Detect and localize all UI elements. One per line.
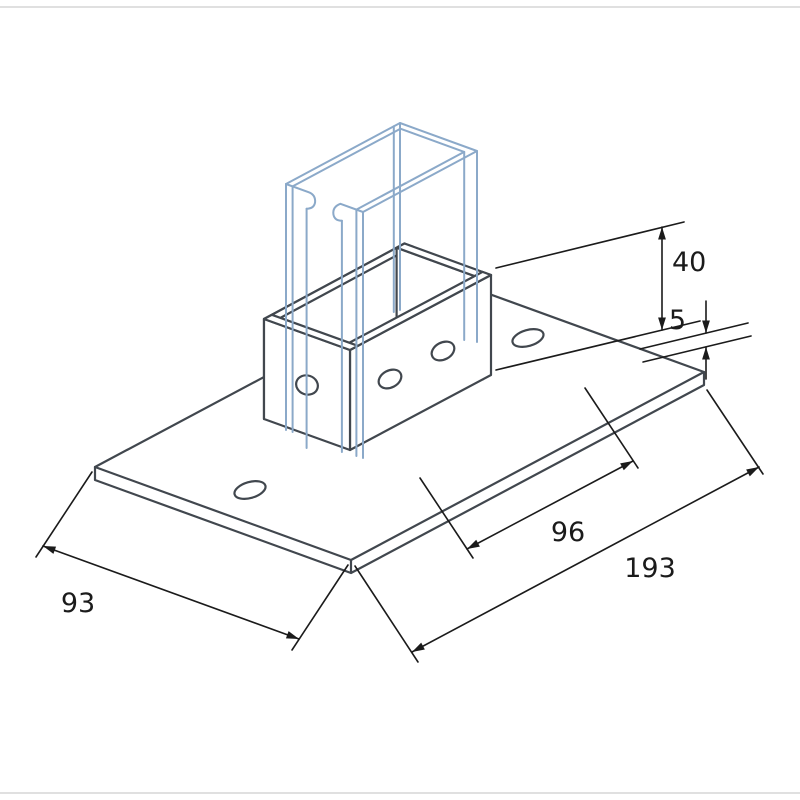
dim-40-ext-bottom [495, 320, 701, 371]
dim-plate-thickness [639, 300, 752, 380]
label-plate-thickness: 5 [669, 305, 686, 336]
dim-plate-width [35, 471, 349, 651]
label-hole-spacing: 96 [551, 517, 585, 548]
channel-verticals [285, 122, 478, 459]
frame-border [0, 6, 800, 794]
plate-hole-right [511, 328, 545, 348]
dim-5-ext-bottom [642, 335, 752, 363]
dim-96-ext-right [584, 387, 639, 469]
plate-hole-front-left [233, 480, 267, 500]
bracket-hole-front-2 [430, 340, 456, 362]
dim-93-ext-top [35, 471, 93, 558]
channel-lip-left [285, 183, 317, 210]
channel-lip-right [332, 202, 364, 222]
plate-thickness-edges [93, 370, 706, 575]
label-plate-length: 193 [624, 553, 676, 584]
dim-5-ext-top [639, 322, 749, 350]
dim-193-ext-right [706, 389, 764, 475]
channel-profile-inner [291, 127, 466, 211]
dimensions [35, 221, 764, 663]
bracket-left-rim [262, 313, 359, 352]
dim-93-ext-bottom [291, 564, 349, 651]
bracket-hole-front-1 [377, 368, 403, 390]
u-bracket [262, 242, 493, 452]
dim-193-line [411, 466, 760, 653]
dim-bracket-height [495, 221, 701, 371]
channel-section [285, 122, 478, 459]
label-plate-width: 93 [61, 588, 95, 619]
dim-plate-length [354, 389, 764, 663]
dimension-labels: 40 5 96 193 93 [61, 247, 707, 619]
dim-93-line [42, 545, 300, 640]
label-bracket-height: 40 [672, 247, 706, 278]
dim-40-ext-top [495, 221, 685, 269]
dim-193-ext-left [354, 565, 419, 663]
channel-profile-outer [285, 122, 478, 213]
